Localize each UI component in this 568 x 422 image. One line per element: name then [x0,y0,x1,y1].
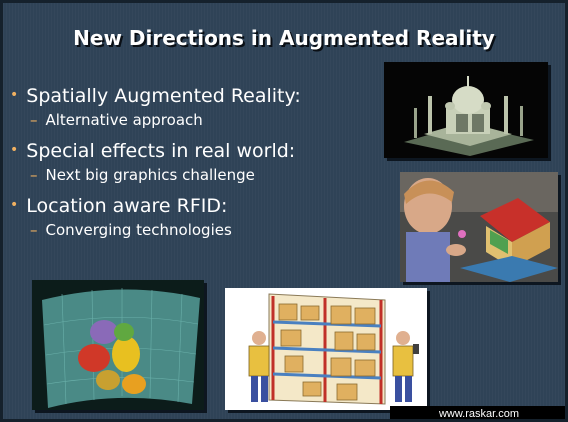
bullet-dot-icon: • [10,197,19,213]
bullet-item: • Special effects in real world: [10,137,380,164]
sub-bullet-text: Converging technologies [45,221,232,239]
warehouse-rfid-image [225,288,427,410]
footer-url: www.raskar.com [390,406,568,422]
warehouse-shelf-icon [225,288,427,410]
child-projection-image [400,172,558,282]
sub-bullet-text: Alternative approach [45,111,203,129]
taj-mahal-model-image [384,62,548,158]
fruit-bowl-icon [32,280,204,410]
dash-icon: – [30,221,38,239]
sub-bullet-item: –Next big graphics challenge [30,164,380,186]
fruit-projection-image [32,280,204,410]
bullet-text: Location aware RFID: [26,195,228,217]
taj-mahal-icon [384,62,548,158]
bullet-item: • Location aware RFID: [10,192,380,219]
slide-title: New Directions in Augmented Reality [73,26,495,50]
bullet-text: Spatially Augmented Reality: [26,85,301,107]
bullet-item: • Spatially Augmented Reality: [10,82,380,109]
dash-icon: – [30,166,38,184]
dash-icon: – [30,111,38,129]
sub-bullet-item: –Converging technologies [30,219,380,241]
sub-bullet-item: –Alternative approach [30,109,380,131]
bullet-dot-icon: • [10,142,19,158]
sub-bullet-text: Next big graphics challenge [45,166,255,184]
bullet-list: •Spatially Augmented Reality: –Alternati… [10,82,380,247]
child-house-icon [400,172,558,282]
bullet-text: Special effects in real world: [26,140,296,162]
bullet-dot-icon: • [10,87,19,103]
